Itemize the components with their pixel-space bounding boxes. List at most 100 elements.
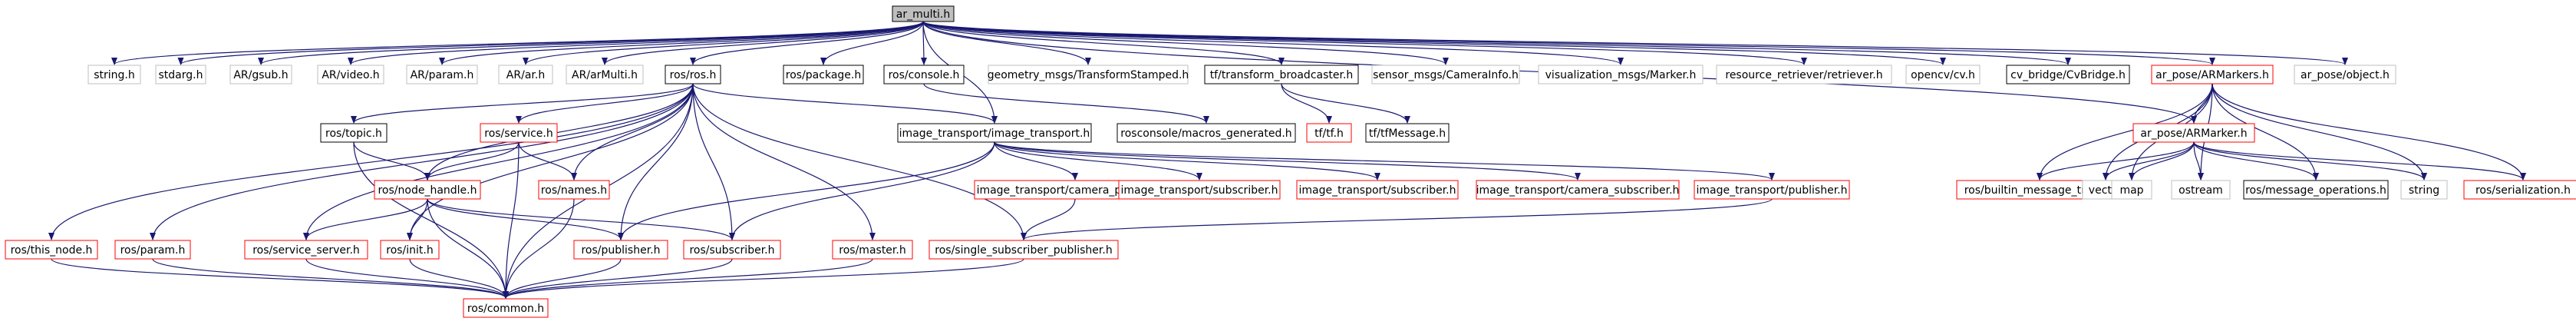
edge-servserver-to-roscommon	[305, 258, 509, 299]
node-ros-this-node-h[interactable]: ros/this_node.h	[5, 240, 98, 260]
node-image-transport-publisher-h[interactable]: image_transport/publisher.h	[1694, 180, 1850, 200]
node-tf-tfmessage-h[interactable]: tf/tfMessage.h	[1365, 123, 1450, 143]
node-image-transport-subscriber-h[interactable]: image_transport/subscriber.h	[1118, 180, 1281, 200]
edge-armarkers-to-serial	[2212, 83, 2526, 181]
node-label: tf/transform_broadcaster.h	[1210, 69, 1354, 81]
node-ar-pose-armarker-h[interactable]: ar_pose/ARMarker.h	[2132, 123, 2255, 143]
node-ros-service-h[interactable]: ros/service.h	[480, 123, 558, 143]
edge-ar_multi-to-stdarg	[177, 21, 924, 65]
node-label: ros/single_subscriber_publisher.h	[935, 244, 1112, 257]
node-box	[2151, 65, 2274, 84]
node-box	[892, 5, 955, 22]
node-box	[1694, 180, 1850, 200]
node-box	[928, 240, 1119, 260]
node-label: stdarg.h	[159, 69, 203, 81]
node-label: ros/names.h	[541, 184, 607, 197]
node-ros-param-h[interactable]: ros/param.h	[114, 240, 191, 260]
node-image-transport-subscriber-h[interactable]: image_transport/subscriber.h	[1296, 180, 1459, 200]
edge-rosros-to-servserver	[303, 83, 694, 240]
node-box	[2111, 180, 2152, 200]
edge-nodehandle-to-servserver	[303, 198, 428, 240]
node-ar-multi-h[interactable]: ar_multi.h	[892, 5, 955, 22]
node-ros-common-h[interactable]: ros/common.h	[463, 298, 549, 318]
node-label: ros/builtin_message_traits.h	[1964, 184, 2116, 197]
node-box	[2463, 180, 2576, 200]
node-ros-names-h[interactable]: ros/names.h	[538, 180, 610, 200]
node-label: ros/subscriber.h	[689, 244, 774, 257]
edge-nodehandle-to-rosinit	[407, 198, 428, 240]
edge-rosservice-to-nodehandle	[424, 141, 519, 181]
node-label: opencv/cv.h	[1911, 69, 1975, 81]
node-image-transport-camera-subscriber-h[interactable]: image_transport/camera_subscriber.h	[1476, 180, 1680, 200]
node-label: ostream	[2179, 184, 2223, 197]
node-label: ros/common.h	[467, 303, 544, 315]
edge-armarker-to-ostream	[2193, 141, 2204, 181]
edge-ar_multi-to-opencv	[922, 21, 1946, 65]
node-ros-publisher-h[interactable]: ros/publisher.h	[573, 240, 668, 260]
edge-rosros-to-nodehandle	[424, 83, 694, 181]
node-label: AR/gsub.h	[233, 69, 288, 81]
node-label: ros/node_handle.h	[378, 184, 477, 197]
node-label: ar_multi.h	[896, 8, 950, 21]
node-box	[566, 65, 644, 84]
edge-imgtrans-to-camsub	[994, 141, 1581, 181]
node-ar-pose-armarkers-h[interactable]: ar_pose/ARMarkers.h	[2151, 65, 2274, 84]
edge-nodehandle-to-rossub	[427, 198, 735, 240]
edge-ar_multi-to-rosros	[690, 21, 924, 65]
edge-imgtrans-to-itsub2	[994, 141, 1380, 181]
node-label: sensor_msgs/CameraInfo.h	[1373, 69, 1519, 81]
node-box	[374, 180, 481, 200]
edge-armarker-to-msgops	[2193, 141, 2319, 181]
node-visualization-msgs-marker-h: visualization_msgs/Marker.h	[1538, 65, 1704, 84]
node-image-transport-image-transport-h[interactable]: image_transport/image_transport.h	[897, 123, 1092, 143]
node-box	[2400, 180, 2448, 200]
node-label: resource_retriever/retriever.h	[1725, 69, 1882, 81]
node-tf-transform-broadcaster-h[interactable]: tf/transform_broadcaster.h	[1204, 65, 1359, 84]
node-box	[1716, 65, 1892, 84]
node-ros-single-subscriber-publisher-h[interactable]: ros/single_subscriber_publisher.h	[928, 240, 1119, 260]
edge-armarker-to-serial	[2193, 141, 2526, 181]
node-label: tf/tf.h	[1314, 128, 1344, 140]
node-ros-console-h[interactable]: ros/console.h	[883, 65, 965, 84]
node-rosconsole-macros-generated-h[interactable]: rosconsole/macros_generated.h	[1116, 123, 1296, 143]
edge-rosparam-to-roscommon	[152, 258, 509, 299]
edge-ar_multi-to-arvideo	[348, 21, 924, 65]
edge-ar_multi-to-arobject	[922, 21, 2348, 65]
node-ros-init-h[interactable]: ros/init.h	[380, 240, 440, 260]
node-ar-pose-object-h: ar_pose/object.h	[2294, 65, 2396, 84]
edge-rosros-to-thisnode	[48, 83, 694, 240]
edge-ar_multi-to-arparam	[439, 21, 924, 65]
node-ros-master-h[interactable]: ros/master.h	[832, 240, 913, 260]
node-label: ros/init.h	[386, 244, 434, 257]
node-ros-message-operations-h[interactable]: ros/message_operations.h	[2243, 180, 2389, 200]
node-box	[1296, 180, 1459, 200]
node-label: ros/service.h	[484, 128, 553, 140]
edge-imgtrans-to-itsub1	[994, 141, 1202, 181]
node-label: image_transport/image_transport.h	[899, 128, 1090, 140]
node-label: image_transport/publisher.h	[1696, 184, 1847, 197]
edge-imgtrans-to-campub	[994, 141, 1078, 181]
node-box	[229, 65, 292, 84]
edge-tfbroad-to-tfmsg	[1281, 83, 1410, 124]
node-ros-service-server-h[interactable]: ros/service_server.h	[244, 240, 368, 260]
node-ros-topic-h[interactable]: ros/topic.h	[320, 123, 388, 143]
node-label: string	[2409, 184, 2439, 197]
node-cv-bridge-cvbridge-h[interactable]: cv_bridge/CvBridge.h	[2006, 65, 2130, 84]
edge-ar_multi-to-argsub	[258, 21, 924, 65]
node-ros-subscriber-h[interactable]: ros/subscriber.h	[683, 240, 781, 260]
node-box	[573, 240, 668, 260]
edge-armarkers-to-msgops	[2212, 83, 2319, 181]
node-label: ros/message_operations.h	[2245, 184, 2386, 197]
node-ros-node-handle-h[interactable]: ros/node_handle.h	[374, 180, 481, 200]
node-label: ros/publisher.h	[581, 244, 660, 257]
node-resource-retriever-retriever-h: resource_retriever/retriever.h	[1716, 65, 1892, 84]
edge-itpub-to-singlesub	[1021, 198, 1773, 240]
edge-rosros-to-singlesub	[692, 83, 1027, 240]
node-ros-ros-h[interactable]: ros/ros.h	[665, 65, 721, 84]
node-box	[1116, 123, 1296, 143]
node-ar-gsub-h: AR/gsub.h	[229, 65, 292, 84]
node-tf-tf-h[interactable]: tf/tf.h	[1306, 123, 1352, 143]
node-ros-serialization-h[interactable]: ros/serialization.h	[2463, 180, 2576, 200]
edge-ar_multi-to-armarkers	[922, 21, 2215, 65]
node-ros-package-h[interactable]: ros/package.h	[783, 65, 864, 84]
